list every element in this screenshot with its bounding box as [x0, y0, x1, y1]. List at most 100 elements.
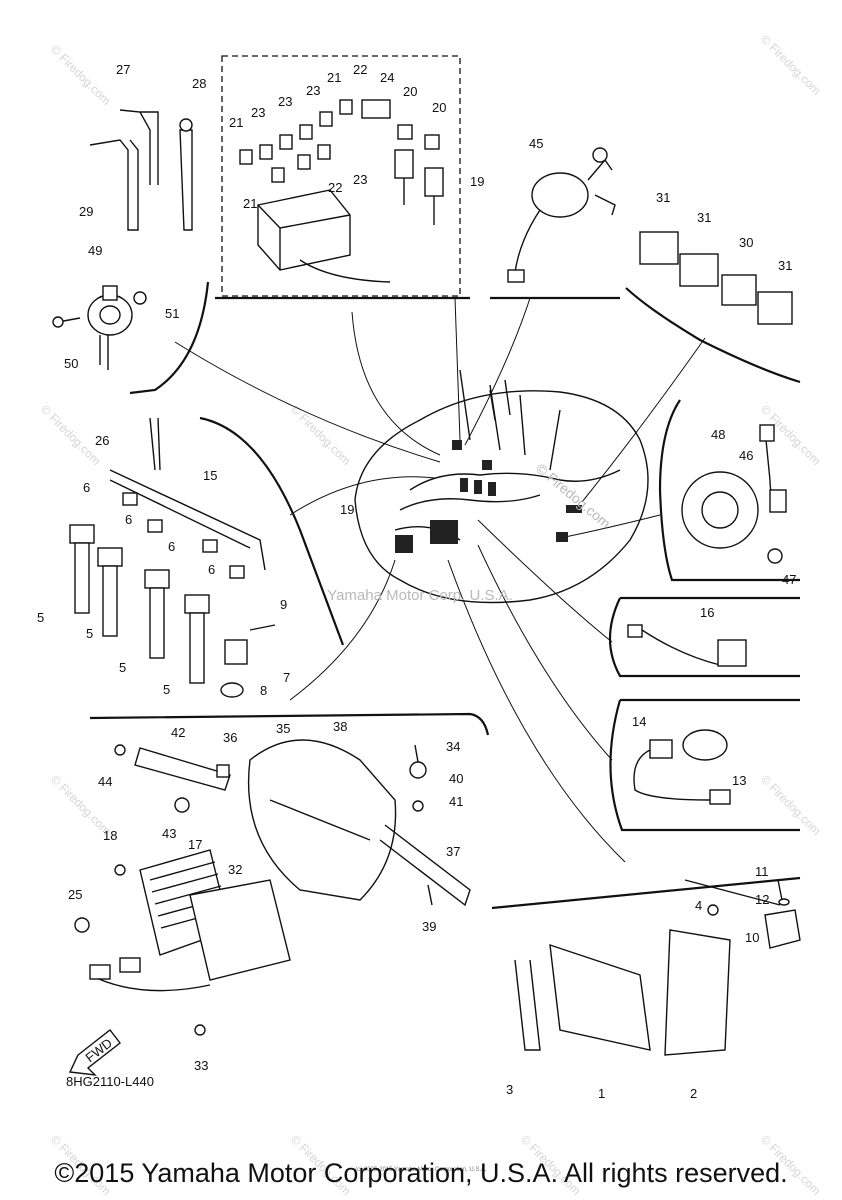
callout-51: 51: [165, 306, 179, 321]
callout-27: 27: [116, 62, 130, 77]
ignition-coil-group: [69, 417, 276, 698]
callout-9: 9: [280, 597, 287, 612]
copyright-footer: ©2015 Yamaha Motor Corporation, U.S.A. A…: [54, 1158, 788, 1188]
callout-48: 48: [711, 427, 725, 442]
small-copyright: (c) 2005-2015 Yamaha Motor Corporation, …: [355, 1167, 487, 1173]
callout-22: 22: [353, 62, 367, 77]
callout-21: 21: [243, 196, 257, 211]
callout-39: 39: [422, 919, 436, 934]
watermark-tile: © Firedog.com: [288, 402, 354, 468]
ecu-bracket-group: [114, 739, 471, 907]
callout-47: 47: [782, 572, 796, 587]
callout-30: 30: [739, 235, 753, 250]
callout-5: 5: [86, 626, 93, 641]
callout-4: 4: [695, 898, 702, 913]
section-borders: [89, 55, 801, 910]
ignition-section-border: [199, 416, 345, 646]
callout-31: 31: [778, 258, 792, 273]
callout-5: 5: [37, 610, 44, 625]
callout-23: 23: [353, 172, 367, 187]
watermark-tile: © Firedog.com: [48, 42, 114, 108]
sensor-section-border: [658, 399, 800, 582]
callout-44: 44: [98, 774, 112, 789]
callout-28: 28: [192, 76, 206, 91]
rectifier-ecu-group: [74, 849, 291, 1036]
o2-section-border: [608, 597, 800, 678]
o2-sensor-group: [627, 624, 747, 667]
callout-36: 36: [223, 730, 237, 745]
callout-34: 34: [446, 739, 460, 754]
callout-2: 2: [690, 1086, 697, 1101]
relay-section-border: [625, 287, 801, 384]
callout-15: 15: [203, 468, 217, 483]
part-callouts: 1 2 3 4 5 5 5 5 6 6 6 6 7 8 9 10 11 12 1…: [37, 62, 796, 1101]
callout-20: 20: [403, 84, 417, 99]
relay-group: [639, 231, 793, 325]
leader-curves: [174, 297, 706, 863]
callout-23: 23: [306, 83, 320, 98]
callout-1: 1: [598, 1086, 605, 1101]
callout-19: 19: [470, 174, 484, 189]
callout-25: 25: [68, 887, 82, 902]
callout-24: 24: [380, 70, 394, 85]
callout-6: 6: [168, 539, 175, 554]
callout-50: 50: [64, 356, 78, 371]
callout-41: 41: [449, 794, 463, 809]
center-firedog-watermark: © Firedog.com: [533, 460, 614, 531]
callout-40: 40: [449, 771, 463, 786]
diagram-code: 8HG2110-L440: [66, 1074, 154, 1089]
callout-10: 10: [745, 930, 759, 945]
callout-5: 5: [163, 682, 170, 697]
band-clamp-group: [89, 109, 193, 231]
callout-16: 16: [700, 605, 714, 620]
center-watermark: Yamaha Motor Corp. U.S.A.: [327, 587, 513, 604]
main-ecu-group: [514, 879, 801, 1056]
watermark-tile: © Firedog.com: [758, 32, 824, 98]
callout-20: 20: [432, 100, 446, 115]
callout-49: 49: [88, 243, 102, 258]
callout-42: 42: [171, 725, 185, 740]
crank-sensor-group: [681, 424, 787, 564]
gear-sensor-group: [633, 729, 731, 805]
callout-31: 31: [656, 190, 670, 205]
callout-21: 21: [229, 115, 243, 130]
watermark-tile: © Firedog.com: [758, 772, 824, 838]
sensor-lean-angle-group: [52, 285, 147, 370]
ecu-section-border: [89, 712, 490, 736]
callout-37: 37: [446, 844, 460, 859]
callout-12: 12: [755, 892, 769, 907]
callout-17: 17: [188, 837, 202, 852]
callout-38: 38: [333, 719, 347, 734]
callout-18: 18: [103, 828, 117, 843]
callout-6: 6: [83, 480, 90, 495]
callout-32: 32: [228, 862, 242, 877]
callout-13: 13: [732, 773, 746, 788]
callout-5: 5: [119, 660, 126, 675]
callout-23: 23: [278, 94, 292, 109]
fuse-box-dashed-border: [221, 55, 461, 297]
callout-23: 23: [251, 105, 265, 120]
gear-section-border: [609, 699, 800, 832]
callout-31: 31: [697, 210, 711, 225]
callout-19: 19: [340, 502, 354, 517]
rectifier-section-border: [491, 876, 801, 910]
frame-harness-center: [354, 369, 649, 604]
callout-14: 14: [632, 714, 646, 729]
fuse-box-group: [239, 99, 444, 283]
callout-46: 46: [739, 448, 753, 463]
callout-8: 8: [260, 683, 267, 698]
callout-43: 43: [162, 826, 176, 841]
fwd-arrow: FWD: [68, 1029, 121, 1076]
callout-45: 45: [529, 136, 543, 151]
coil-section-border: [129, 281, 210, 395]
callout-26: 26: [95, 433, 109, 448]
callout-33: 33: [194, 1058, 208, 1073]
callout-29: 29: [79, 204, 93, 219]
callout-22: 22: [328, 180, 342, 195]
callout-11: 11: [755, 864, 769, 879]
callout-3: 3: [506, 1082, 513, 1097]
callout-21: 21: [327, 70, 341, 85]
callout-7: 7: [283, 670, 290, 685]
main-switch-group: [507, 147, 616, 283]
